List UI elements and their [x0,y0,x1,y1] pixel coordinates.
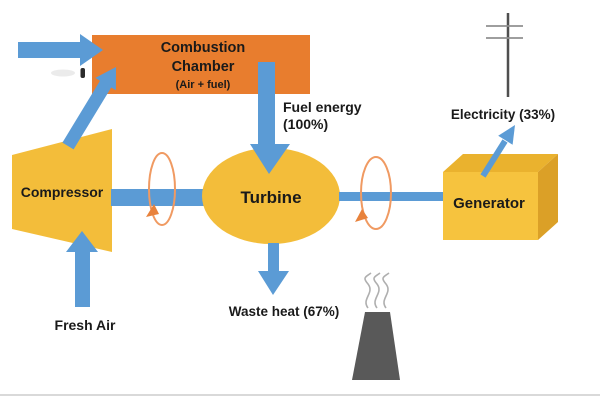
generator-box-front [443,172,538,240]
smoke-icon-wave-3 [382,272,390,309]
shaft-rotation-arrowhead-left [146,204,159,217]
turbine-shape [202,148,340,244]
fuel-energy-arrow-icon [250,62,290,174]
generator-label: Generator [453,195,525,212]
combustion-chamber-label-line1: Combustion [161,40,246,56]
fuel-energy-label-line1: Fuel energy [283,99,362,115]
waste-heat-arrow-icon [258,243,289,295]
turbine-label: Turbine [240,188,301,207]
electricity-label: Electricity (33%) [451,107,555,122]
shaft-rotation-arrowhead-right [355,209,368,222]
combustion-chamber-label-line2: Chamber [172,59,235,75]
generator-box-side [538,154,558,240]
shaft-rotation-icon-left [148,152,176,226]
smoke-icon-wave-2 [373,272,381,309]
waste-heat-label: Waste heat (67%) [229,304,340,319]
air-inlet-arrow-icon [18,34,103,66]
compressor-label: Compressor [21,184,104,200]
chimney-icon [352,312,400,380]
electricity-arrow-shaft [480,139,508,178]
fresh-air-label: Fresh Air [55,317,116,333]
watermark-glyph [80,68,85,78]
compressor-shape [12,129,112,252]
shaft-rotation-icon-right [360,156,392,230]
compressor-shaft [111,189,205,206]
fuel-energy-label-line2: (100%) [283,116,328,132]
electricity-arrow-head [498,125,515,145]
smoke-icon-wave-1 [364,272,372,309]
compressed-air-arrow-icon [62,67,116,150]
watermark-smudge [51,69,75,77]
combustion-chamber-sublabel: (Air + fuel) [176,79,231,91]
page-divider-line [0,394,600,396]
fresh-air-arrow-icon [66,231,98,307]
generator-box-top [443,154,558,172]
